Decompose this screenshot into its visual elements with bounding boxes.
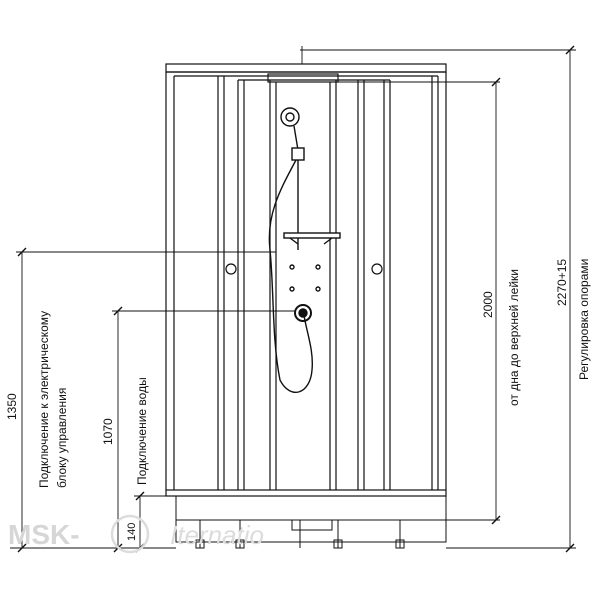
water-label: Подключение воды: [135, 377, 149, 485]
shower-fixtures: [268, 107, 341, 393]
tray-base: [175, 495, 447, 549]
cabin-frame: [165, 63, 447, 497]
electric-label-line2: блоку управления: [55, 388, 69, 488]
watermark-logo: MSK- Iternatio: [8, 514, 264, 554]
watermark-text-left: MSK-: [8, 519, 80, 550]
total-height-label: Регулировка опорами: [577, 259, 591, 380]
dimension-lines: [10, 46, 576, 549]
height-to-top-label: от дна до верхней лейки: [507, 269, 521, 406]
door-handles: [225, 263, 383, 275]
electric-height-value: 1350: [5, 393, 19, 420]
height-to-top-value: 2000: [481, 291, 495, 318]
watermark-text-right: Iternatio: [170, 520, 264, 550]
base-height-value: 140: [126, 523, 138, 541]
total-height-value: 2270+15: [555, 259, 569, 306]
water-height-value: 1070: [101, 418, 115, 445]
electric-label-line1: Подключение к электрическому: [37, 311, 51, 488]
